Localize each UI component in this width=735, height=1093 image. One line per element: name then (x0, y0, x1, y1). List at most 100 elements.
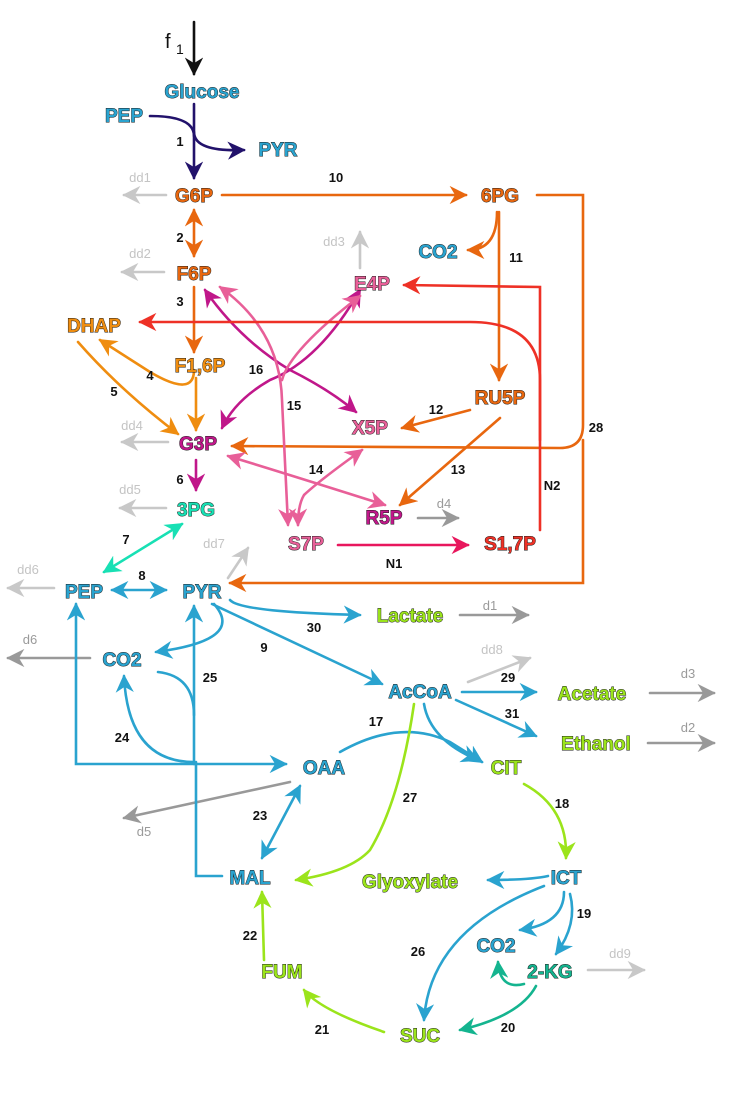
edge-r14-g3p-r5p (226, 452, 387, 509)
drain-label-dd5: dd5 (119, 482, 141, 497)
edge-r17 (338, 730, 484, 764)
drain-label-dd4: dd4 (121, 418, 143, 433)
edge-r1-pyr-out (192, 130, 246, 160)
reaction-label-19: 19 (577, 906, 591, 921)
edge-pep-oaa (66, 602, 288, 774)
metabolite-x5p[interactable]: X5P (352, 418, 389, 440)
reaction-label-5: 5 (110, 384, 117, 399)
drain-label-dd7: dd7 (203, 536, 225, 551)
edge-r31 (454, 698, 538, 738)
edge-ict-co2 (518, 890, 566, 937)
edge-r28 (230, 193, 585, 456)
influx-subscript: 1 (176, 41, 184, 57)
metabolite-glyoxylate[interactable]: Glyoxylate (361, 872, 458, 894)
edge-r14-x5p-s7p (288, 448, 364, 527)
metabolite-pep-pts[interactable]: PEP (105, 106, 144, 128)
edge-r19 (554, 892, 574, 956)
metabolite-ru5p[interactable]: RU5P (474, 388, 526, 410)
edge-r23 (260, 784, 302, 860)
metabolite-ict[interactable]: ICT (550, 868, 582, 890)
edge-r26 (416, 884, 546, 1022)
reaction-label-26: 26 (411, 944, 425, 959)
edge-r7 (102, 522, 184, 574)
reaction-label-25: 25 (203, 670, 217, 685)
metabolite-g3p[interactable]: G3P (179, 434, 218, 456)
edge-accoa-cit (422, 702, 480, 763)
influx-f: f (165, 31, 171, 53)
edge-r4-to-dhap (98, 338, 196, 386)
reaction-label-20: 20 (501, 1020, 515, 1035)
reaction-label-21: 21 (315, 1022, 329, 1037)
reaction-label-n2: N2 (544, 478, 561, 493)
edge-r28-pyr (228, 438, 585, 593)
metabolite-pep[interactable]: PEP (65, 582, 104, 604)
metabolite-g6p[interactable]: G6P (175, 186, 214, 208)
metabolite-f16p[interactable]: F1,6P (174, 356, 226, 378)
metabolite-pyr[interactable]: PYR (182, 582, 222, 604)
metabolite-s17p[interactable]: S1,7P (484, 534, 537, 556)
reaction-label-12: 12 (429, 402, 443, 417)
metabolite-co2-tca[interactable]: CO2 (476, 936, 516, 958)
reaction-label-6: 6 (176, 472, 183, 487)
metabolite-pyr-pts[interactable]: PYR (258, 140, 298, 162)
reaction-label-17: 17 (369, 714, 383, 729)
metabolite-glucose[interactable]: Glucose (164, 82, 240, 104)
metabolite-cit[interactable]: CIT (490, 758, 522, 780)
edge-dd8 (466, 655, 532, 684)
drain-label-d1: d1 (483, 598, 497, 613)
metabolite-acetate[interactable]: Acetate (557, 684, 627, 706)
drain-label-d2: d2 (681, 720, 695, 735)
reaction-label-15: 15 (287, 398, 301, 413)
reaction-label-4: 4 (146, 368, 154, 383)
metabolite-fum[interactable]: FUM (261, 962, 303, 984)
reaction-label-29: 29 (501, 670, 515, 685)
reaction-label-14: 14 (309, 462, 324, 477)
edge-r30 (228, 598, 362, 624)
reaction-label-n1: N1 (386, 556, 403, 571)
metabolite-s7p[interactable]: S7P (288, 534, 325, 556)
metabolite-3pg[interactable]: 3PG (177, 500, 216, 522)
metabolite-lactate[interactable]: Lactate (376, 606, 444, 628)
metabolite-dhap[interactable]: DHAP (67, 316, 122, 338)
edge-r13 (398, 416, 502, 507)
reaction-label-3: 3 (176, 294, 183, 309)
edge-r18 (522, 782, 576, 860)
edge-r1-pep-in (148, 114, 196, 138)
metabolite-accoa[interactable]: AcCoA (388, 682, 453, 704)
metabolite-ethanol[interactable]: Ethanol (561, 734, 632, 756)
reaction-label-24: 24 (115, 730, 130, 745)
reaction-label-7: 7 (122, 532, 129, 547)
drain-label-dd3: dd3 (323, 234, 345, 249)
reaction-label-27: 27 (403, 790, 417, 805)
metabolite-co2-anaplerotic[interactable]: CO2 (102, 650, 142, 672)
edge-r12 (400, 408, 472, 433)
reaction-label-22: 22 (243, 928, 257, 943)
metabolite-co2-ppp[interactable]: CO2 (418, 242, 458, 264)
reaction-label-9: 9 (260, 640, 267, 655)
metabolite-f6p[interactable]: F6P (176, 264, 212, 286)
reaction-label-11: 11 (509, 250, 523, 265)
edge-r15-f6p-s7p (218, 285, 297, 527)
edge-r10b-co2 (466, 210, 499, 260)
edge-r25b (156, 670, 196, 717)
metabolite-mal[interactable]: MAL (229, 868, 271, 890)
drain-label-d6: d6 (23, 632, 37, 647)
metabolite-r5p[interactable]: R5P (365, 508, 403, 530)
influx-label: f 1 (165, 31, 184, 57)
drain-label-dd1: dd1 (129, 170, 151, 185)
edge-red-to-dhap (138, 312, 542, 532)
reaction-label-28: 28 (589, 420, 603, 435)
edge-red-to-e4p (402, 276, 542, 442)
drain-label-dd2: dd2 (129, 246, 151, 261)
metabolite-2kg[interactable]: 2-KG (527, 962, 573, 984)
reaction-label-1: 1 (176, 134, 183, 149)
metabolite-6pg[interactable]: 6PG (481, 186, 520, 208)
metabolite-e4p[interactable]: E4P (354, 274, 391, 296)
edge-ict-glyoxylate (486, 870, 550, 890)
drain-label-dd9: dd9 (609, 946, 631, 961)
reaction-label-23: 23 (253, 808, 267, 823)
metabolite-oaa[interactable]: OAA (302, 758, 346, 780)
reaction-label-10: 10 (329, 170, 343, 185)
metabolite-suc[interactable]: SUC (399, 1026, 440, 1048)
